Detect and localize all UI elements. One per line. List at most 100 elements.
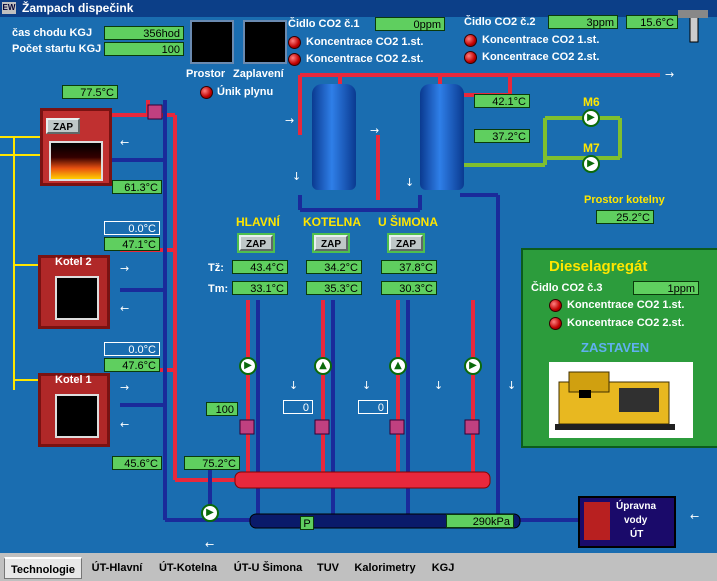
circuit-hlavni-zap-wrap: ZAP: [237, 233, 275, 253]
cidlo2-k2-label: Koncentrace CO2 2.st.: [482, 51, 600, 63]
circuit-simona-zap-wrap: ZAP: [387, 233, 425, 253]
m6-label: M6: [583, 95, 600, 109]
unik-plynu-label: Únik plynu: [217, 86, 274, 98]
circuit-simona-tz: 37.8°C: [381, 260, 437, 274]
cidlo2-k2-lamp: [464, 51, 477, 64]
arrow-icon: ←: [205, 538, 215, 551]
zaplaveni-indicator: [243, 20, 287, 64]
circuit-kotelna-pump-icon[interactable]: ▲: [314, 357, 332, 375]
diesel-state: ZASTAVEN: [581, 340, 650, 355]
cidlo2-k1-lamp: [464, 34, 477, 47]
kgj-top-temp: 77.5°C: [62, 85, 118, 99]
kotel2-unit[interactable]: [38, 255, 110, 329]
circuit-kotelna-tm: 35.3°C: [306, 281, 362, 295]
tab-ut-u-simona[interactable]: ÚT-U Šimona: [233, 562, 303, 574]
m7-pump-icon[interactable]: ▶: [582, 155, 600, 173]
circuit-simona-tm: 30.3°C: [381, 281, 437, 295]
tab-technologie[interactable]: Technologie: [4, 557, 82, 579]
circuit-simona-zap-button[interactable]: ZAP: [389, 235, 423, 251]
collector-temp: 75.2°C: [184, 456, 240, 470]
cidlo2-value: 3ppm: [548, 15, 618, 29]
circuit-hlavni-tz: 43.4°C: [232, 260, 288, 274]
pressure-value: 290kPa: [446, 514, 514, 528]
arrow-icon: ↓: [292, 170, 302, 183]
diesel-panel: Dieselagregát Čidlo CO2 č.3 1ppm Koncent…: [521, 248, 717, 448]
kgj-fire-window: [49, 141, 103, 181]
cidlo3-k2-lamp: [549, 317, 562, 330]
m6-pump-icon[interactable]: ▶: [582, 109, 600, 127]
circuit-kotelna-zap-wrap: ZAP: [312, 233, 350, 253]
prostor-label: Prostor: [186, 68, 226, 80]
cidlo3-value: 1ppm: [633, 281, 699, 295]
diesel-title: Dieselagregát: [549, 258, 648, 275]
prostor-kotelny-temp: 25.2°C: [596, 210, 654, 224]
kotel2-temp-b: 47.1°C: [104, 237, 160, 251]
cidlo1-label: Čidlo CO2 č.1: [288, 18, 360, 30]
zaplaveni-label: Zaplavení: [233, 68, 284, 80]
circuit-hlavni-zap-button[interactable]: ZAP: [239, 235, 273, 251]
prostor-kotelny-label: Prostor kotelny: [584, 194, 665, 206]
tab-ut-hlavni[interactable]: ÚT-Hlavní: [91, 562, 143, 574]
main-pump-icon[interactable]: ▶: [201, 504, 219, 522]
tab-ut-kotelna[interactable]: ÚT-Kotelna: [158, 562, 218, 574]
cidlo3-k1-label: Koncentrace CO2 1.st.: [567, 299, 685, 311]
circuit-hlavni-pump-icon[interactable]: ▶: [239, 357, 257, 375]
app-icon: EW: [2, 2, 16, 14]
cas-chodu-label: čas chodu KGJ: [12, 27, 93, 39]
uprava-vody-unit[interactable]: Úpravna vody ÚT: [578, 496, 676, 548]
window-title: Žampach dispečink: [22, 1, 134, 15]
cidlo1-k2-lamp: [288, 53, 301, 66]
circuit-simona-pump-icon[interactable]: ▲: [389, 357, 407, 375]
arrow-icon: →: [285, 114, 295, 127]
circuit-hlavni-valve: 100: [206, 402, 238, 416]
uprava-line1: Úpravna: [616, 501, 657, 512]
circuit-kotelna-name: KOTELNA: [303, 215, 361, 229]
cidlo1-k1-lamp: [288, 36, 301, 49]
circuit-simona-name: U ŠIMONA: [378, 215, 438, 229]
pressure-sensor-icon: P: [300, 516, 314, 530]
uprava-line2: vody: [624, 515, 648, 526]
kotel1-window: [55, 394, 99, 438]
cidlo1-k2-label: Koncentrace CO2 2.st.: [306, 53, 424, 65]
uprava-vody-tank: [584, 502, 610, 540]
kotel1-temp-a: 0.0°C: [104, 342, 160, 356]
tank-right-top-temp: 42.1°C: [474, 94, 530, 108]
prostor-indicator: [190, 20, 234, 64]
tank-right-mid-temp: 37.2°C: [474, 129, 530, 143]
circuit-kotelna-valve: 0: [283, 400, 313, 414]
arrow-icon: ↓: [434, 379, 444, 392]
arrow-icon: →: [120, 381, 130, 394]
diesel-generator-image: [549, 362, 693, 438]
kotel1-unit[interactable]: [38, 373, 110, 447]
circuit-hlavni-tm: 33.1°C: [232, 281, 288, 295]
circuit-simona-valve: 0: [358, 400, 388, 414]
pocet-startu-label: Počet startu KGJ: [12, 43, 102, 55]
arrow-icon: ↓: [507, 379, 517, 392]
tab-tuv[interactable]: TUV: [317, 562, 339, 574]
arrow-icon: ←: [120, 136, 130, 149]
arrow-icon: ↓: [289, 379, 299, 392]
kotel1-temp-b: 47.6°C: [104, 358, 160, 372]
storage-tank-right[interactable]: [420, 84, 464, 190]
arrow-icon: →: [120, 262, 130, 275]
circuit-hlavni-name: HLAVNÍ: [236, 215, 280, 229]
arrow-icon: →: [665, 68, 675, 81]
cidlo3-label: Čidlo CO2 č.3: [531, 282, 603, 294]
arrow-icon: ↓: [405, 176, 415, 189]
arrow-icon: →: [370, 124, 380, 137]
cidlo1-value: 0ppm: [375, 17, 445, 31]
tab-bar: Technologie ÚT-Hlavní ÚT-Kotelna ÚT-U Ši…: [0, 553, 717, 581]
kgj-bottom-temp: 61.3°C: [112, 180, 162, 194]
outside-temp: 15.6°C: [626, 15, 678, 29]
circuit-kotelna-zap-button[interactable]: ZAP: [314, 235, 348, 251]
storage-tank-left[interactable]: [312, 84, 356, 190]
cidlo2-label: Čidlo CO2 č.2: [464, 16, 536, 28]
circuit-tuv-pump-icon[interactable]: ▶: [464, 357, 482, 375]
tab-kgj[interactable]: KGJ: [431, 562, 455, 574]
kotel2-window: [55, 276, 99, 320]
tab-kalorimetry[interactable]: Kalorimetry: [354, 562, 416, 574]
arrow-icon: ←: [120, 302, 130, 315]
cidlo3-k1-lamp: [549, 299, 562, 312]
kgj-zap-button[interactable]: ZAP: [46, 118, 80, 134]
circuit-kotelna-tz: 34.2°C: [306, 260, 362, 274]
